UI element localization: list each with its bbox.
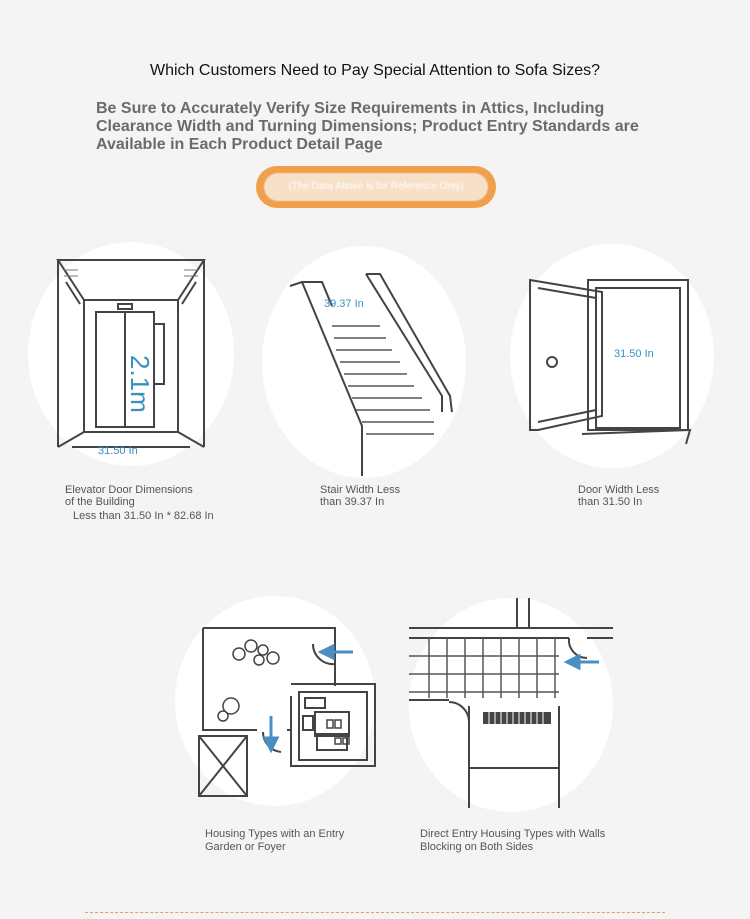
caption-line: Stair Width Less bbox=[320, 484, 401, 496]
caption-line: Direct Entry Housing Types with Walls bbox=[420, 828, 606, 840]
caption-line: Elevator Door Dimensions bbox=[65, 484, 193, 496]
caption-line: than 31.50 In bbox=[578, 496, 643, 508]
door-illustration bbox=[529, 278, 692, 445]
direct-entry-floor-plan bbox=[409, 598, 613, 808]
reference-note-label: (The Data Above is for Reference Only) bbox=[264, 173, 488, 201]
door-caption: Door Width Less than 31.50 In bbox=[578, 484, 659, 508]
caption-line: Door Width Less bbox=[578, 484, 660, 496]
elevator-width-label: 31.50 In bbox=[98, 445, 138, 457]
stairs-width-label: 39.37 In bbox=[324, 298, 364, 310]
direct-entry-caption: Direct Entry Housing Types with Walls Bl… bbox=[420, 828, 605, 854]
page-title: Which Customers Need to Pay Special Atte… bbox=[149, 62, 600, 79]
caption-line: Less than 31.50 In * 82.68 In bbox=[73, 510, 214, 522]
foyer-plan-bg bbox=[175, 596, 375, 806]
stairs-caption: Stair Width Less than 39.37 In bbox=[320, 484, 400, 508]
foyer-caption: Housing Types with an Entry Garden or Fo… bbox=[205, 828, 344, 854]
caption-line: Blocking on Both Sides bbox=[420, 841, 534, 853]
elevator-height-label: 2.1m bbox=[125, 355, 155, 413]
direct-entry-plan-bg bbox=[409, 598, 613, 812]
caption-line: of the Building bbox=[65, 496, 135, 508]
door-width-label: 31.50 In bbox=[614, 348, 654, 360]
foyer-floor-plan bbox=[198, 627, 376, 797]
caption-line: Garden or Foyer bbox=[205, 841, 286, 853]
elevator-illustration-bg bbox=[28, 242, 234, 466]
caption-line: than 39.37 In bbox=[320, 496, 385, 508]
stairs-illustration bbox=[289, 273, 453, 476]
caption-line: Housing Types with an Entry bbox=[205, 828, 345, 840]
elevator-caption: Elevator Door Dimensions of the Building… bbox=[65, 484, 214, 522]
page-subtitle: Be Sure to Accurately Verify Size Requir… bbox=[96, 100, 639, 153]
reference-note-button[interactable]: (The Data Above is for Reference Only) bbox=[256, 166, 496, 208]
elevator-illustration bbox=[56, 259, 206, 448]
section-divider bbox=[85, 912, 665, 913]
